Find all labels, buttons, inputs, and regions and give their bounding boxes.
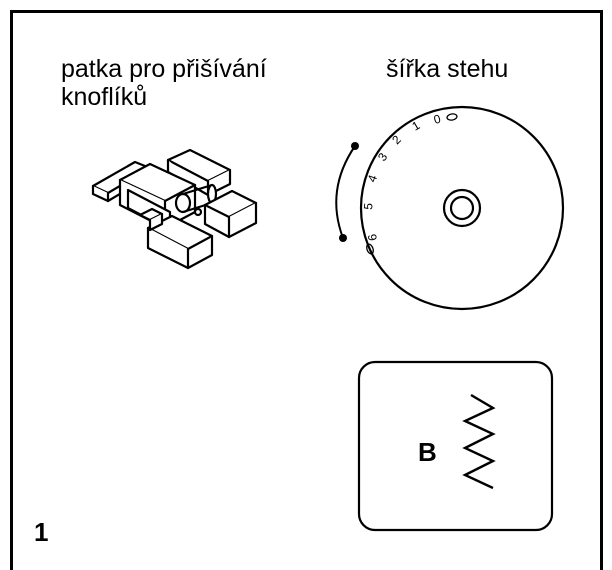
pattern-letter: B: [418, 437, 437, 467]
figure-frame: [10, 10, 603, 570]
width-range-end-dot: [339, 234, 347, 242]
step-number: 1: [34, 517, 49, 547]
stitch-width-label: šířka stehu: [386, 55, 509, 83]
dial-knob-inner: [449, 195, 475, 221]
eye-symbol-icon: [366, 243, 374, 255]
dial-number-0: 0: [432, 112, 442, 127]
zigzag-stitch-icon: [462, 393, 496, 490]
width-range-arc: [335, 145, 356, 239]
eye-symbol-icon: [446, 113, 458, 121]
presser-foot-label: patka pro přišívání knoflíků: [61, 55, 267, 111]
stitch-width-dial: 0 1 2 3 4 5 6: [335, 105, 565, 311]
dial-number-4: 4: [365, 173, 381, 184]
dial-number-6: 6: [365, 233, 380, 242]
pattern-box: [357, 360, 554, 532]
width-range-start-dot: [351, 142, 359, 150]
presser-foot-label-line2: knoflíků: [61, 83, 148, 111]
presser-foot-illustration: [91, 148, 258, 270]
dial-number-5: 5: [361, 202, 376, 210]
pattern-panel: B: [357, 360, 554, 532]
presser-foot-label-line1: patka pro přišívání: [61, 55, 267, 83]
